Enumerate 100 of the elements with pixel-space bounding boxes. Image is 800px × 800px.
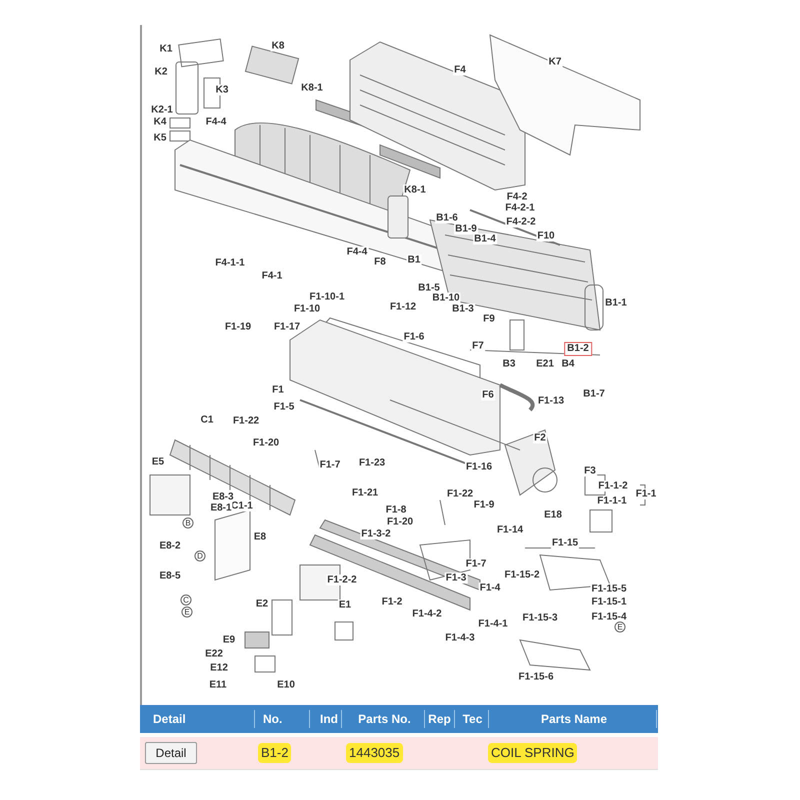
callout-number: F1-15-2 <box>504 570 540 580</box>
circled-letter: B <box>182 518 194 528</box>
callout-number: F1-15-5 <box>590 584 628 594</box>
callout-number: F1-4-3 <box>444 632 476 644</box>
callout-number: E10 <box>276 680 296 690</box>
callout-number: E8 <box>252 532 268 542</box>
callout-number: F1-12 <box>388 302 418 312</box>
callout-number: B1-6 <box>435 212 459 224</box>
callout-number: K2-1 <box>150 104 174 116</box>
callout-number: F4-1-1 <box>214 258 246 268</box>
callout-number: B1-1 <box>604 298 628 308</box>
callout-number: F1-1 <box>634 488 658 500</box>
callout-number: E2 <box>254 598 270 610</box>
callout-number: F1-22 <box>232 416 260 426</box>
callout-number: B1-7 <box>582 388 606 400</box>
callout-number: K2 <box>154 66 168 78</box>
callout-number: E11 <box>208 680 228 690</box>
callout-number: F6 <box>481 390 495 400</box>
callout-number: B1-5 <box>417 282 441 294</box>
callout-number: K8-1 <box>403 184 427 196</box>
callout-number: F1-2-2 <box>326 574 358 586</box>
callout-number: B1-10 <box>431 292 461 304</box>
header-cell: Ind <box>312 710 342 728</box>
callout-number: F4-4 <box>204 116 228 128</box>
header-cell: Parts Name <box>492 710 657 728</box>
callout-number: E1 <box>338 600 352 610</box>
callout-number: E8-1 <box>209 502 233 514</box>
callout-number: F7 <box>471 340 485 352</box>
callout-number: F2 <box>533 432 547 444</box>
callout-number: E18 <box>543 510 563 520</box>
callout-number: E8-3 <box>211 492 235 502</box>
callout-number: C1-1 <box>230 500 254 512</box>
callout-number: F1-23 <box>358 458 386 468</box>
callout-number: K3 <box>214 84 230 96</box>
callout-number: F1-20 <box>386 516 414 528</box>
callout-number: F1-13 <box>536 396 566 406</box>
callout-number: F1-7 <box>464 558 488 570</box>
circled-letter: E <box>182 606 192 618</box>
callout-number: B1-4 <box>473 234 497 244</box>
callout-number: F1-10 <box>292 304 322 314</box>
callout-number: F4-4 <box>346 246 368 258</box>
callout-number: F4-2-1 <box>504 202 536 214</box>
callout-number: K8 <box>270 40 286 52</box>
table-cell: 1443035 <box>346 743 403 762</box>
callout-number: F1-10-1 <box>308 292 346 302</box>
callout-number: F1-15-1 <box>590 596 628 608</box>
callout-number: F1-5 <box>272 402 296 412</box>
header-cell: Detail <box>145 710 255 728</box>
table-cell: B1-2 <box>258 743 292 762</box>
detail-button: Detail <box>145 742 197 764</box>
callout-number: F1-17 <box>272 322 302 332</box>
header-cell: Parts No. <box>345 710 425 728</box>
callout-number: F1-15-3 <box>522 612 558 624</box>
callout-number: F1-4-2 <box>411 608 443 620</box>
callout-number: F1-6 <box>402 332 426 342</box>
callout-number: F1-7 <box>318 460 342 470</box>
callout-number: F8 <box>373 256 387 268</box>
callout-number: F1-16 <box>464 462 494 472</box>
callout-number: F4-2 <box>506 192 528 202</box>
callout-number: F1-3 <box>444 572 468 584</box>
callout-number: F1-19 <box>224 322 252 332</box>
callout-number: K8-1 <box>300 82 324 94</box>
callout-number: B1-3 <box>451 304 475 314</box>
callout-number: E12 <box>209 662 229 674</box>
callout-number: F1-9 <box>472 500 496 510</box>
callout-number: F1-15 <box>550 538 580 548</box>
callout-number: F1-4 <box>478 582 502 594</box>
circled-letter: E <box>614 622 626 632</box>
callout-number: E21 <box>535 358 555 370</box>
callout-number: F1-2 <box>380 596 404 608</box>
callout-number: F1-20 <box>252 438 280 448</box>
callout-number: F1-15-6 <box>518 672 554 682</box>
callout-number: F1-21 <box>350 488 380 498</box>
callout-number: B1-2 <box>564 342 592 356</box>
callout-number: K7 <box>548 56 562 68</box>
header-cell: No. <box>255 710 310 728</box>
callout-number: K5 <box>152 132 168 144</box>
callout-number: F1-14 <box>496 524 524 536</box>
header-cell: Rep <box>425 710 455 728</box>
callout-number: F1-1-2 <box>597 480 629 492</box>
callout-number: F1-1-1 <box>596 496 628 506</box>
callout-number: C1 <box>200 414 214 426</box>
callout-number: B3 <box>502 358 516 370</box>
callout-number: F1-8 <box>384 504 408 516</box>
callout-number: B1 <box>406 254 422 266</box>
circled-letter: C <box>180 594 192 606</box>
callout-number: E8-2 <box>158 540 182 552</box>
callout-number: E5 <box>150 456 166 468</box>
table-cell: COIL SPRING <box>488 743 578 762</box>
callout-number: F1-15-4 <box>590 612 628 622</box>
callout-number: F10 <box>536 230 556 242</box>
callout-number: F4-2-2 <box>505 216 537 228</box>
callout-number: B4 <box>560 358 576 370</box>
callout-number: F1 <box>271 384 285 396</box>
circled-letter: D <box>194 550 206 562</box>
callout-number: E9 <box>222 634 236 646</box>
callout-number: F1-4-1 <box>477 618 509 630</box>
callout-number: K1 <box>158 44 174 54</box>
callout-number: E8-5 <box>158 570 182 582</box>
callout-number: F9 <box>482 314 496 324</box>
